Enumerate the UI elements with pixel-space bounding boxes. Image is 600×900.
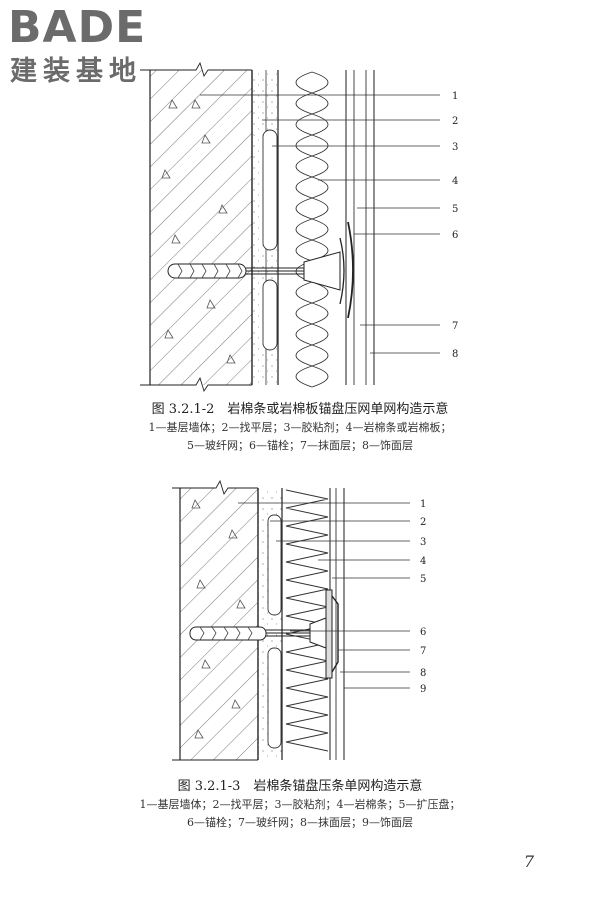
fig2-callout-1: 1 bbox=[420, 499, 426, 510]
bade-logo: BADE 建装基地 bbox=[8, 4, 188, 96]
fig1-mesh-finish bbox=[353, 70, 375, 385]
logo-subtitle: 建装基地 bbox=[10, 56, 142, 87]
fig1-callout-4: 4 bbox=[452, 176, 458, 187]
figure-2-legend-line-2: 6—锚栓；7—玻纤网；8—抹面层；9—饰面层 bbox=[187, 816, 413, 829]
fig1-callout-1: 1 bbox=[452, 91, 458, 102]
fig2-callout-5: 5 bbox=[420, 574, 426, 585]
figure-2-caption: 图 3.2.1-3 岩棉条锚盘压条单网构造示意 1—基层墙体；2—找平层；3—胶… bbox=[0, 778, 600, 832]
fig1-anchor bbox=[167, 221, 354, 319]
fig1-callout-lines bbox=[200, 94, 440, 354]
fig2-wall bbox=[179, 488, 259, 760]
fig2-callout-7: 7 bbox=[420, 646, 426, 657]
logo-wordmark: BADE bbox=[8, 2, 147, 53]
fig2-break-marks bbox=[172, 479, 258, 761]
fig1-break-marks bbox=[140, 61, 252, 393]
fig1-callout-7: 7 bbox=[452, 321, 458, 332]
figure-2-legend-line-1: 1—基层墙体；2—找平层；3—胶粘剂；4—岩棉条；5—扩压盘； bbox=[139, 798, 461, 811]
page-number: 7 bbox=[523, 852, 534, 871]
fig1-callout-3: 3 bbox=[452, 142, 458, 153]
figure-1-caption: 图 3.2.1-2 岩棉条或岩棉板锚盘压网单网构造示意 1—基层墙体；2—找平层… bbox=[0, 401, 600, 455]
fig2-callout-4: 4 bbox=[420, 556, 426, 567]
fig2-anchor bbox=[189, 589, 339, 679]
fig1-wall bbox=[149, 70, 253, 385]
figure-1-legend-line-2: 5—玻纤网；6—锚栓；7—抹面层；8—饰面层 bbox=[187, 439, 413, 452]
fig2-callout-8: 8 bbox=[420, 668, 426, 679]
fig2-callout-lines bbox=[238, 502, 410, 689]
fig2-mesh-finish bbox=[335, 488, 345, 760]
fig1-callout-6: 6 bbox=[452, 230, 458, 241]
fig1-callout-2: 2 bbox=[452, 116, 458, 127]
fig2-callout-6: 6 bbox=[420, 627, 426, 638]
figure-2-title: 图 3.2.1-3 岩棉条锚盘压条单网构造示意 bbox=[177, 779, 423, 794]
fig1-callout-8: 8 bbox=[452, 349, 458, 360]
figure-1-legend-line-1: 1—基层墙体；2—找平层；3—胶粘剂；4—岩棉条或岩棉板； bbox=[148, 421, 452, 434]
figure-1-title: 图 3.2.1-2 岩棉条或岩棉板锚盘压网单网构造示意 bbox=[151, 402, 449, 417]
fig1-adhesive bbox=[262, 70, 279, 385]
fig1-rockwool bbox=[295, 70, 347, 388]
fig2-callout-numbers: 1 2 3 4 5 6 7 8 9 bbox=[420, 499, 426, 695]
fig2-callout-3: 3 bbox=[420, 537, 426, 548]
fig1-callout-numbers: 1 2 3 4 5 6 7 8 bbox=[452, 91, 458, 360]
fig2-adhesive bbox=[267, 488, 283, 760]
fig2-callout-2: 2 bbox=[420, 517, 426, 528]
fig2-callout-9: 9 bbox=[420, 684, 426, 695]
fig1-callout-5: 5 bbox=[452, 204, 458, 215]
